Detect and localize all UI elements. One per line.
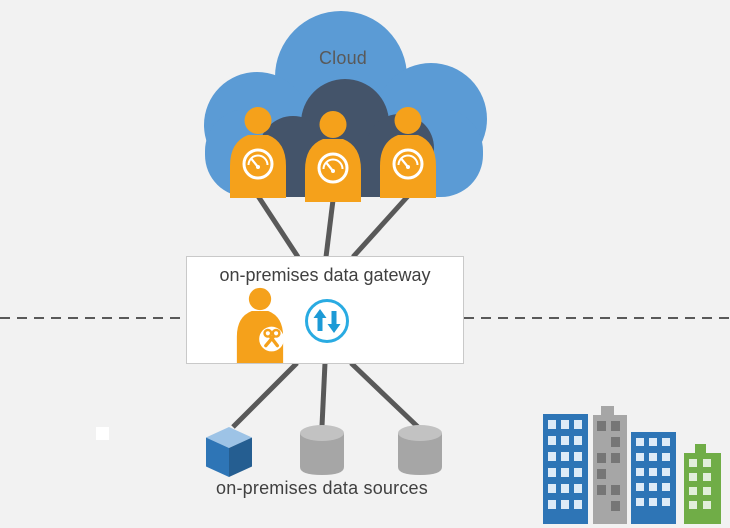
sources-label: on-premises data sources xyxy=(216,478,428,498)
cube-datasource-icon xyxy=(206,427,252,477)
cloud-user-icon xyxy=(301,110,365,202)
connector-line xyxy=(231,361,299,429)
connector-line xyxy=(349,361,420,429)
sync-icon xyxy=(305,299,349,343)
connector-line xyxy=(255,194,301,259)
city-buildings-icon xyxy=(543,406,721,524)
database-cylinder-icon xyxy=(397,424,443,476)
cloud-user-icon xyxy=(376,106,440,198)
database-cylinder-icon xyxy=(299,424,345,476)
connector-line xyxy=(319,362,328,427)
cloud-label: Cloud xyxy=(318,48,368,68)
white-square-decoration xyxy=(96,427,109,440)
connector-line xyxy=(323,199,336,258)
gateway-box: on-premises data gateway xyxy=(186,256,464,364)
gateway-admin-icon xyxy=(231,287,289,363)
gateway-label: on-premises data gateway xyxy=(219,265,431,285)
cloud-user-icon xyxy=(226,106,290,198)
connector-line xyxy=(351,194,410,259)
